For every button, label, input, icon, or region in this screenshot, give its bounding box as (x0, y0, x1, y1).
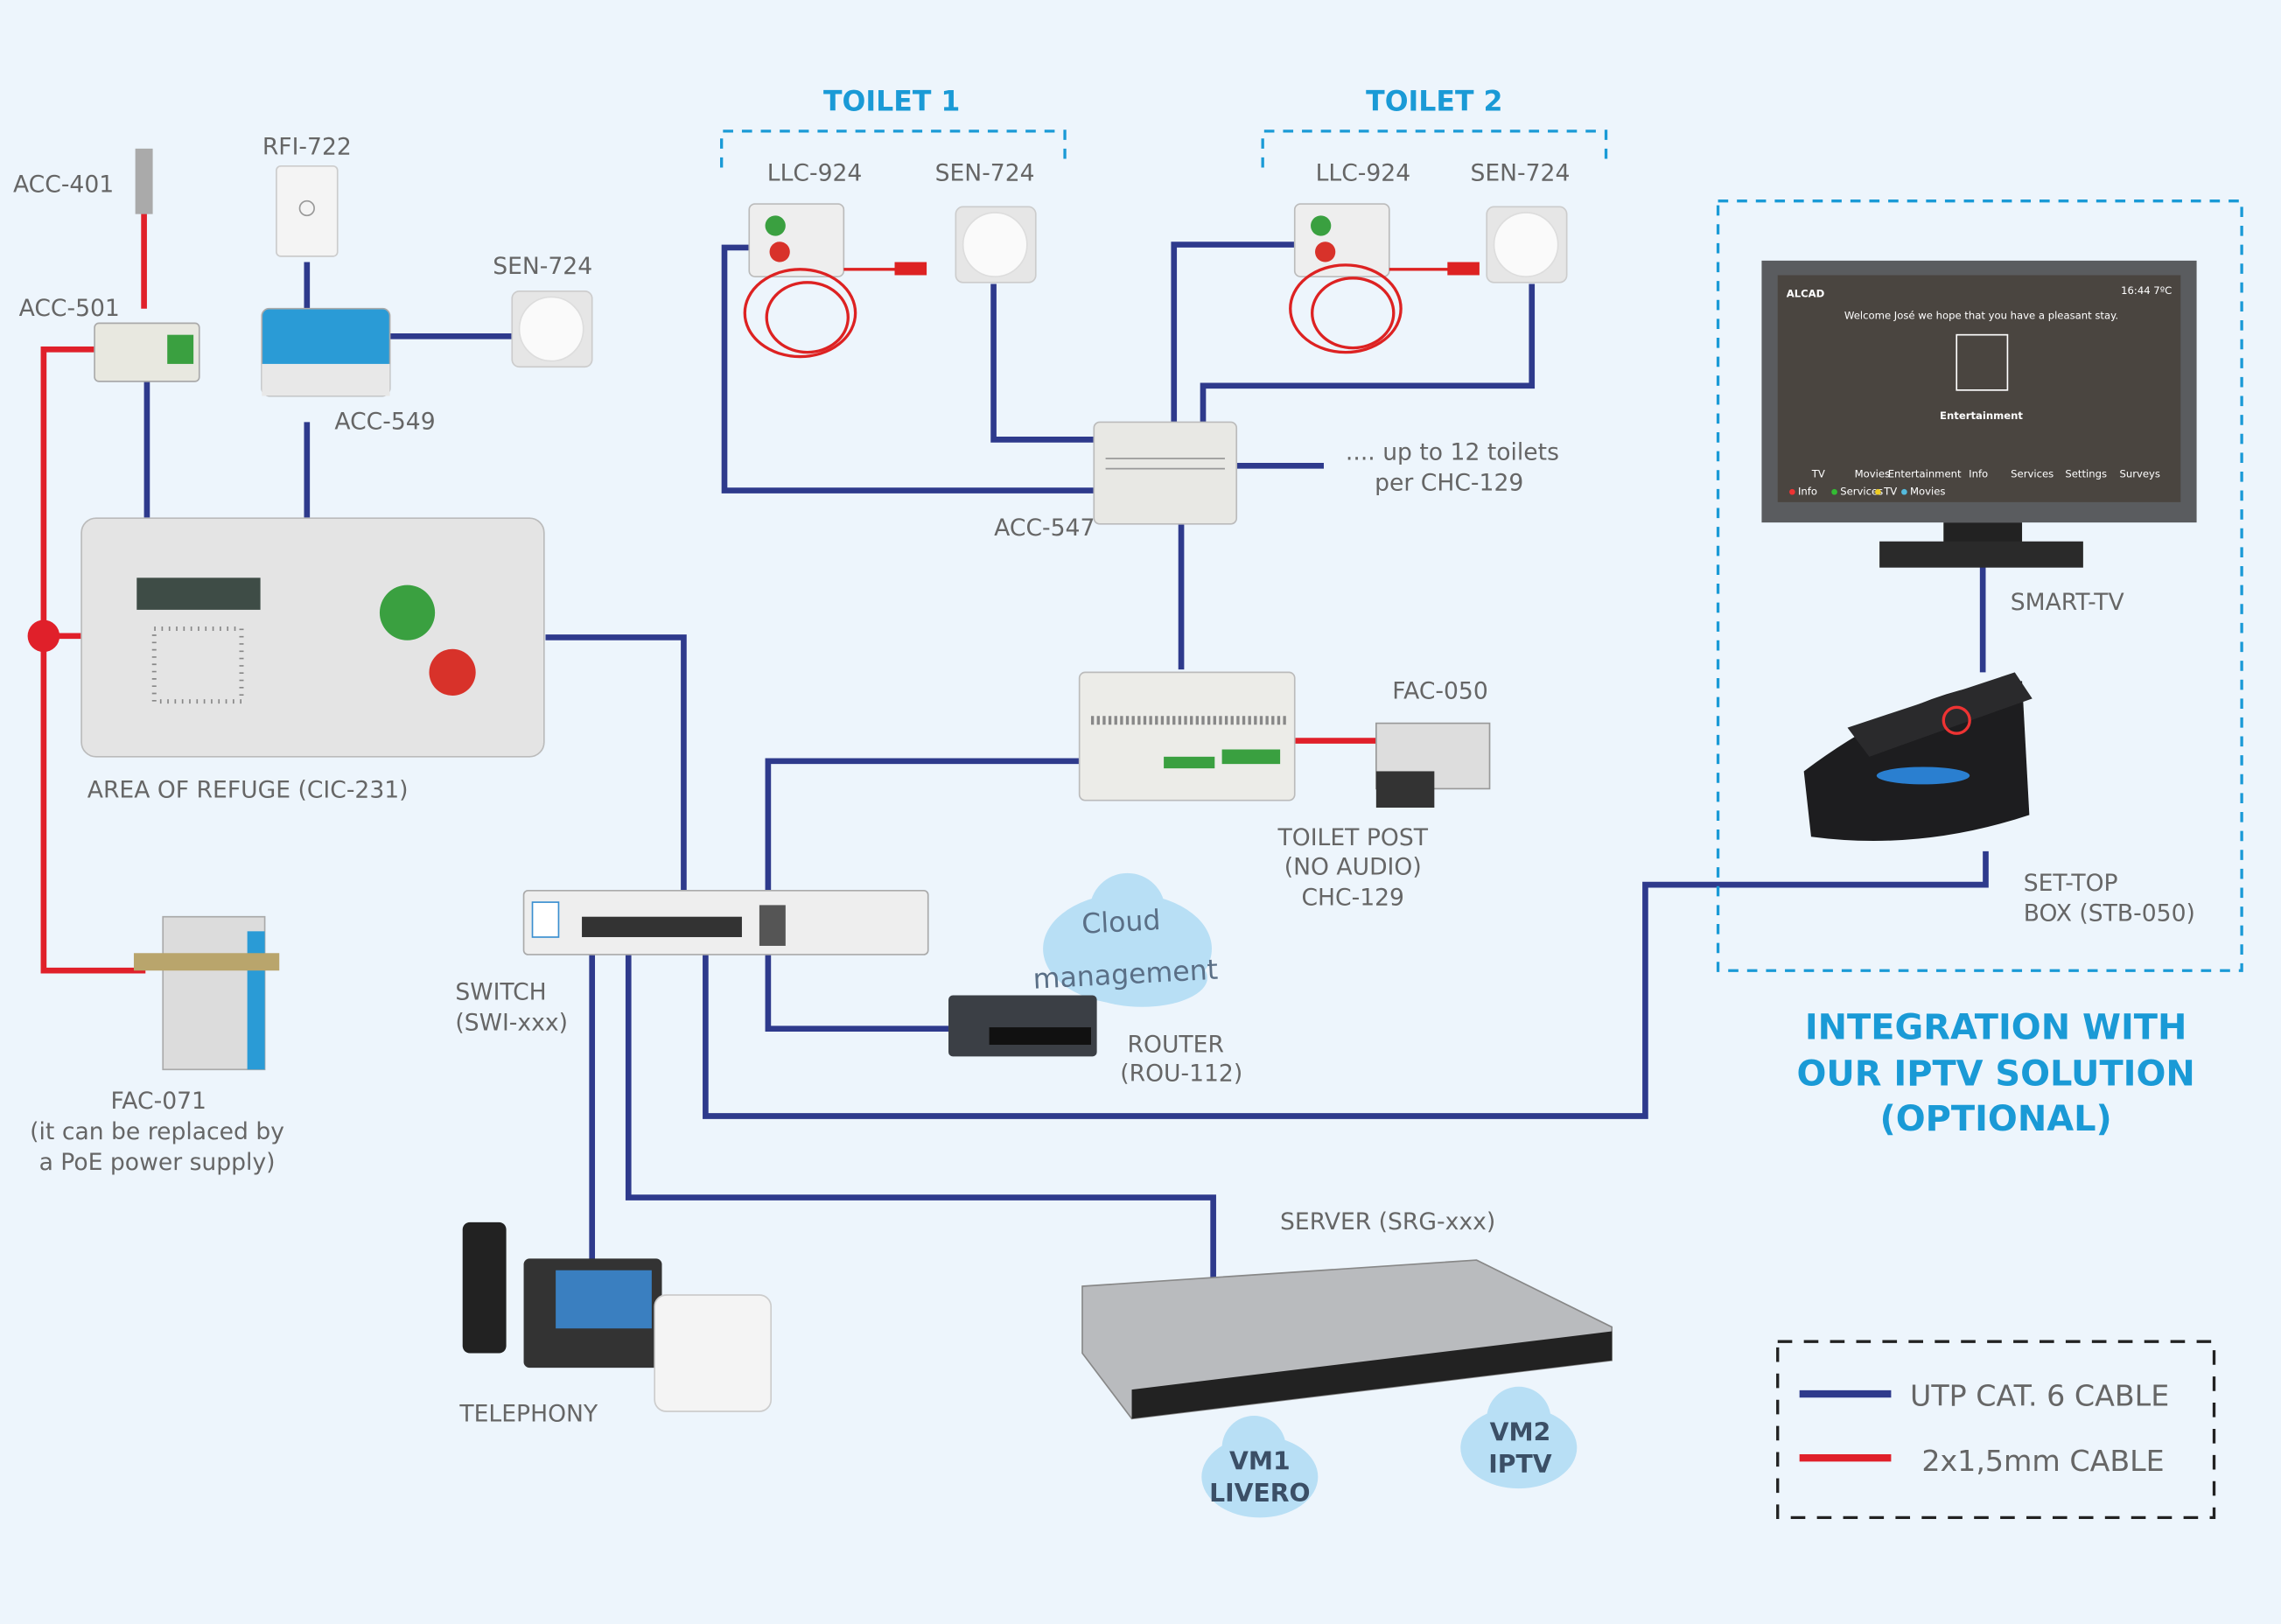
acc-549-label: ACC-549 (334, 409, 435, 436)
llc-924-device-2 (1289, 203, 1480, 354)
toilet-2-sen-label: SEN-724 (1470, 159, 1570, 186)
tv-hint: TV (1883, 486, 1897, 498)
area-of-refuge-label: AREA OF REFUGE (CIC-231) (87, 776, 409, 803)
fac-071-label-3: a PoE power supply) (39, 1149, 276, 1176)
tv-welcome: Welcome José we hope that you have a ple… (1844, 309, 2118, 321)
entertainment-icon (1956, 333, 2009, 391)
tv-menu-item: TV (1811, 468, 1825, 480)
up-to-toilets-line1: .... up to 12 toilets (1346, 439, 1559, 466)
rfi-722-device (276, 164, 339, 257)
tv-menu-item: Services (2011, 468, 2054, 480)
stb-label-1: SET-TOP (2024, 870, 2118, 897)
fac-071-device (133, 915, 280, 1071)
legend: UTP CAT. 6 CABLE 2x1,5mm CABLE (1776, 1340, 2216, 1520)
acc-549-device (261, 307, 391, 397)
toilet-post-label-2: (NO AUDIO) (1284, 853, 1422, 880)
power-cables (27, 182, 1376, 974)
tv-hint: Movies (1910, 486, 1945, 498)
area-of-refuge-panel (80, 517, 545, 758)
acc-501-device (94, 322, 200, 382)
toilet-1-sen-label: SEN-724 (935, 159, 1035, 186)
smart-tv-device: ALCAD 16:44 7ºC Welcome José we hope tha… (1761, 260, 2197, 568)
telephony-label: TELEPHONY (458, 1401, 598, 1428)
sen-724-device-2 (1486, 206, 1568, 284)
legend-utp-label: UTP CAT. 6 CABLE (1910, 1378, 2169, 1412)
telephony-devices (462, 1222, 773, 1412)
stb-label-2: BOX (STB-050) (2024, 900, 2195, 928)
up-to-toilets-line2: per CHC-129 (1375, 470, 1523, 497)
toilet-post-label-1: TOILET POST (1277, 824, 1429, 851)
iptv-heading-3: (OPTIONAL) (1880, 1099, 2112, 1139)
rfi-722-label: RFI-722 (262, 133, 352, 160)
toilet-1-bracket (720, 130, 1067, 168)
tv-menu-item: Surveys (2119, 468, 2160, 480)
vm1-label-1: VM1 (1229, 1447, 1291, 1476)
switch-label-2: (SWI-xxx) (455, 1009, 568, 1036)
set-top-box-device (1803, 672, 2033, 842)
router-device (948, 995, 1097, 1057)
tv-menu-item: Settings (2065, 468, 2107, 480)
server-device (1081, 1259, 1613, 1420)
toilet-1-title: TOILET 1 (823, 87, 960, 118)
fac-050-label: FAC-050 (1392, 677, 1488, 704)
acc-547-label: ACC-547 (994, 514, 1095, 542)
tv-selected: Entertainment (1940, 410, 2023, 422)
switch-label-1: SWITCH (455, 978, 546, 1005)
fac-071-label-1: FAC-071 (110, 1088, 206, 1115)
router-label-1: ROUTER (1128, 1031, 1224, 1058)
iptv-heading-2: OUR IPTV SOLUTION (1796, 1054, 2194, 1095)
acc-401-label: ACC-401 (13, 172, 114, 199)
router-label-2: (ROU-112) (1120, 1060, 1242, 1088)
vm2-label-1: VM2 (1490, 1418, 1551, 1446)
tv-brand: ALCAD (1787, 287, 1825, 299)
cloud-icon (1043, 872, 1212, 1007)
vm2-label-2: IPTV (1488, 1450, 1551, 1479)
acc-501-label: ACC-501 (19, 295, 120, 322)
vm1-label-2: LIVERO (1209, 1479, 1310, 1508)
iptv-heading-1: INTEGRATION WITH (1805, 1007, 2187, 1047)
sen-724-corridor-label: SEN-724 (493, 253, 592, 280)
iptv-group-box (1716, 200, 2243, 972)
tv-menu-item: Movies (1855, 468, 1890, 480)
tv-hint: Info (1798, 486, 1817, 498)
smart-tv-label: SMART-TV (2011, 589, 2124, 616)
tv-menu-item: Info (1969, 468, 1988, 480)
tv-menu-item: Entertainment (1888, 468, 1962, 480)
toilet-2-llc-label: LLC-924 (1316, 159, 1411, 186)
utp-cables (143, 242, 1989, 1284)
tv-hint: Services (1840, 486, 1883, 498)
junction-dot (27, 620, 60, 653)
server-label: SERVER (SRG-xxx) (1280, 1208, 1495, 1236)
sen-724-corridor-device (511, 290, 593, 368)
llc-924-device-1 (743, 203, 927, 359)
toilet-2-title: TOILET 2 (1366, 87, 1502, 118)
chc-129-device (1078, 671, 1296, 802)
toilet-1-llc-label: LLC-924 (767, 159, 863, 186)
legend-power-label: 2x1,5mm CABLE (1921, 1444, 2164, 1478)
tv-time: 16:44 7ºC (2121, 284, 2172, 297)
acc-547-device (1093, 421, 1238, 525)
cloud-label-1: Cloud (1081, 905, 1161, 941)
toilet-post-label-3: CHC-129 (1301, 884, 1404, 911)
vm1-bubble (1201, 1415, 1319, 1518)
fac-071-label-2: (it can be replaced by (30, 1118, 284, 1145)
switch-device (522, 889, 929, 956)
fac-050-device (1375, 722, 1491, 808)
vm2-bubble (1460, 1386, 1578, 1489)
sen-724-device-1 (955, 206, 1037, 284)
acc-401-device (135, 148, 153, 214)
